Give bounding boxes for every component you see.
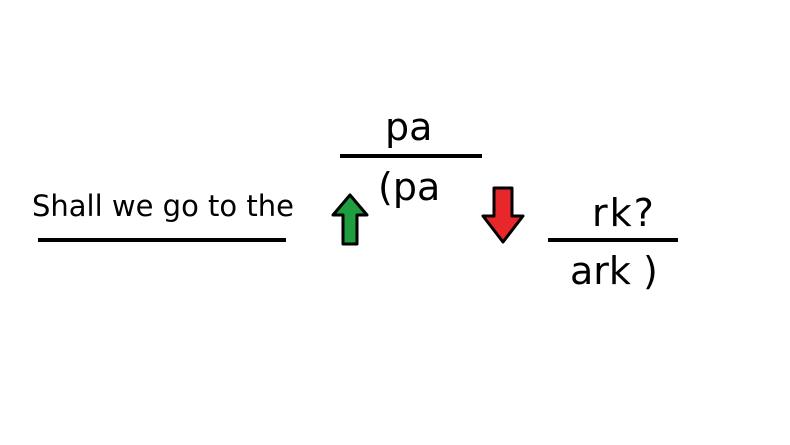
fraction-one-bar <box>340 154 482 158</box>
down-arrow-icon <box>481 186 525 244</box>
up-arrow-shape <box>331 193 369 246</box>
up-arrow-icon <box>331 193 369 246</box>
fraction-one-bottom: (pa <box>378 165 441 209</box>
sentence-underline <box>38 238 286 242</box>
fraction-two-top: rk? <box>592 191 656 235</box>
fraction-two-bar <box>548 238 678 242</box>
fraction-one-top: pa <box>385 105 433 149</box>
sentence-text: Shall we go to the <box>32 189 294 223</box>
fraction-two-bottom: ark ) <box>570 249 658 293</box>
down-arrow-shape <box>481 186 525 244</box>
